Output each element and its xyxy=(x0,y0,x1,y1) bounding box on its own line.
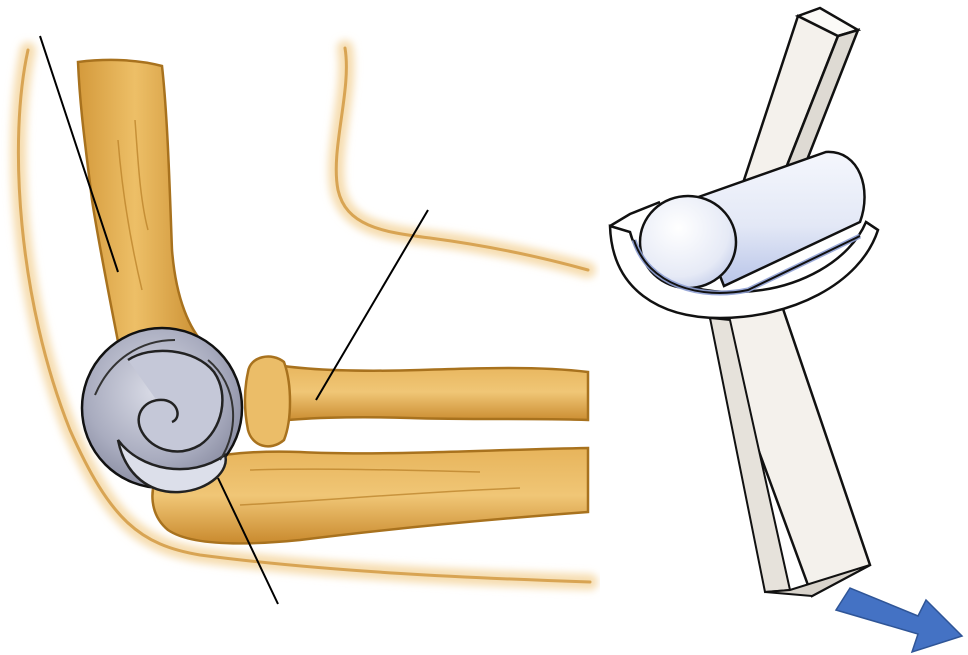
direction-arrow xyxy=(836,588,962,652)
radial-head xyxy=(245,357,290,447)
hinge-model-illustration xyxy=(600,0,968,655)
skin-outline-front-glow xyxy=(336,48,588,270)
hinge-model-panel xyxy=(600,0,968,655)
radius-bone xyxy=(262,362,588,422)
elbow-illustration xyxy=(0,0,600,655)
elbow-anatomy-panel xyxy=(0,0,600,655)
